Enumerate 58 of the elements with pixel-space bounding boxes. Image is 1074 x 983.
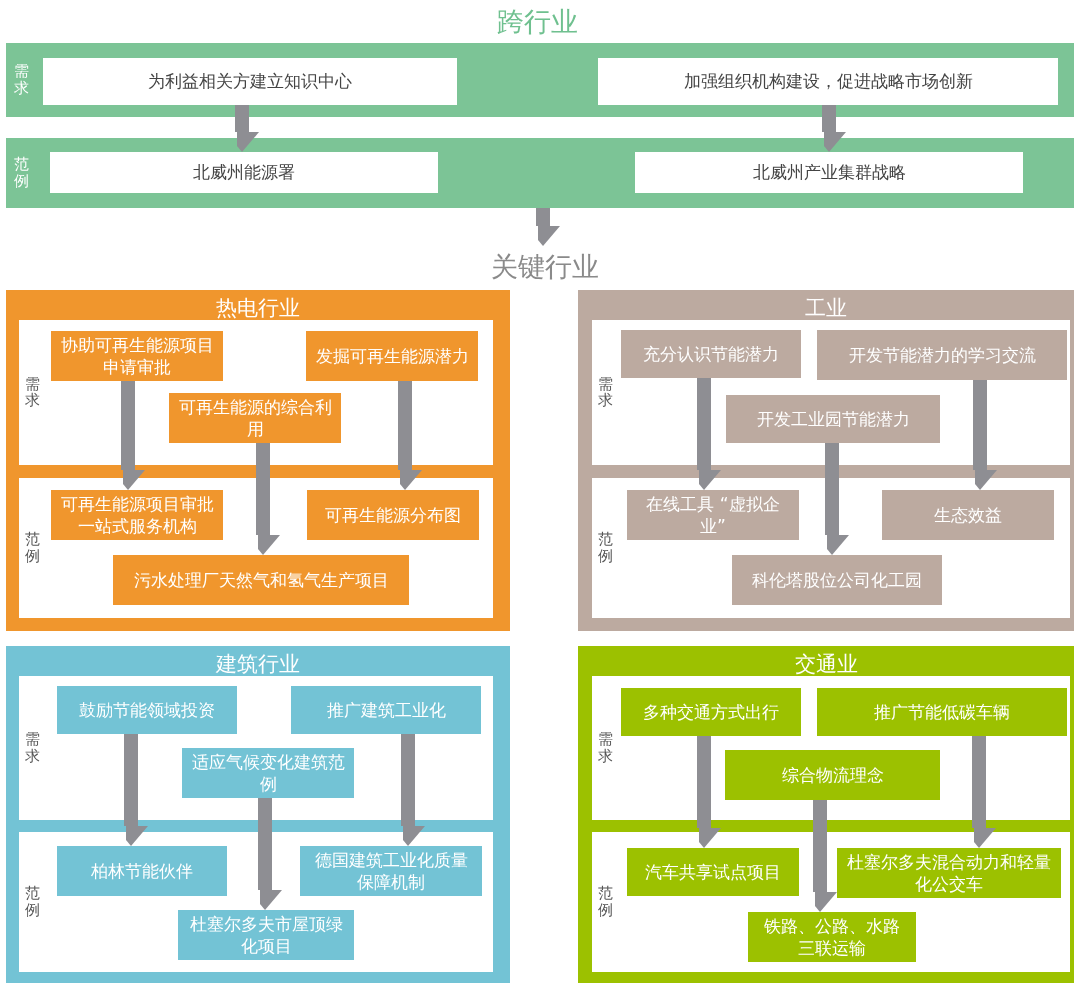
- process-box: 适应气候变化建筑范例: [182, 748, 354, 798]
- process-box: 加强组织机构建设，促进战略市场创新: [598, 58, 1058, 105]
- process-box: 柏林节能伙伴: [57, 846, 227, 896]
- band-background: [592, 320, 1070, 465]
- process-box: 汽车共享试点项目: [627, 848, 799, 896]
- band-background: [19, 832, 493, 972]
- process-box: 充分认识节能潜力: [621, 330, 801, 378]
- band-label: 范例: [25, 885, 40, 918]
- process-box: 铁路、公路、水路三联运输: [748, 912, 916, 962]
- process-box: 综合物流理念: [725, 750, 940, 800]
- band-label: 范例: [14, 156, 29, 189]
- process-box: 协助可再生能源项目申请审批: [51, 331, 223, 381]
- band-background: [19, 676, 493, 820]
- sector-panel: [578, 290, 1074, 631]
- process-box: 推广建筑工业化: [291, 686, 481, 734]
- title: 跨行业: [496, 5, 578, 39]
- process-box: 开发节能潜力的学习交流: [817, 330, 1067, 380]
- panel-heading: 交通业: [794, 651, 858, 678]
- band-label: 范例: [598, 531, 613, 564]
- sector-panel: [6, 290, 510, 631]
- sector-panel: [6, 646, 510, 983]
- sector-panel: [578, 646, 1074, 983]
- band-label: 需求: [598, 731, 613, 764]
- process-box: 推广节能低碳车辆: [817, 688, 1067, 736]
- process-box: 杜塞尔多夫混合动力和轻量化公交车: [837, 848, 1061, 898]
- process-box: 可再生能源项目审批一站式服务机构: [51, 490, 223, 540]
- band-background: [592, 832, 1070, 972]
- process-box: 鼓励节能领域投资: [57, 686, 237, 734]
- process-box: 开发工业园节能潜力: [726, 395, 940, 443]
- process-box: 生态效益: [882, 490, 1054, 540]
- process-box: 杜塞尔多夫市屋顶绿化项目: [178, 910, 354, 960]
- band-label: 范例: [598, 885, 613, 918]
- band-label: 需求: [598, 375, 613, 409]
- band-background: [19, 478, 493, 618]
- process-box: 在线工具 “虚拟企业”: [627, 490, 799, 540]
- process-box: 为利益相关方建立知识中心: [43, 58, 457, 105]
- process-box: 北威州能源署: [50, 152, 438, 193]
- process-box: 可再生能源的综合利用: [169, 393, 341, 443]
- band-background: [6, 43, 1074, 117]
- process-box: 可再生能源分布图: [307, 490, 479, 540]
- panel-heading: 热电行业: [216, 295, 300, 322]
- band-label: 需求: [25, 731, 40, 764]
- band-background: [6, 138, 1074, 208]
- band-label: 需求: [14, 63, 29, 96]
- section-heading: 关键行业: [470, 246, 620, 288]
- process-box: 多种交通方式出行: [621, 688, 801, 736]
- process-box: 北威州产业集群战略: [635, 152, 1023, 193]
- process-box: 污水处理厂天然气和氢气生产项目: [113, 555, 409, 605]
- band-background: [592, 478, 1070, 618]
- band-label: 范例: [25, 531, 40, 564]
- process-box: 发掘可再生能源潜力: [306, 331, 478, 381]
- band-background: [592, 676, 1070, 820]
- band-background: [19, 320, 493, 465]
- panel-heading: 工业: [805, 295, 847, 322]
- band-label: 需求: [25, 375, 40, 409]
- process-box: 德国建筑工业化质量保障机制: [300, 846, 482, 896]
- process-box: 科伦塔股位公司化工园: [732, 555, 942, 605]
- panel-heading: 建筑行业: [216, 651, 300, 678]
